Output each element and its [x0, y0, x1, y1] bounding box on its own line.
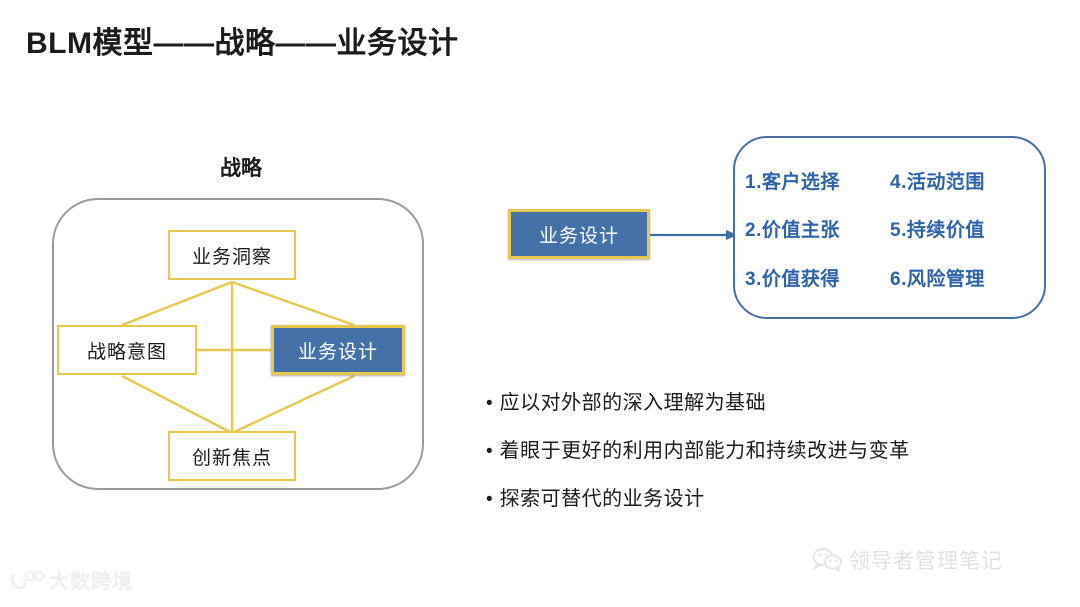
element-item[interactable]: 2.价值主张	[745, 220, 840, 242]
dashuakuajing-logo-icon	[10, 570, 44, 589]
node-label: 创新焦点	[191, 447, 272, 469]
watermark-right: 领导者管理笔记	[812, 545, 1003, 575]
element-item[interactable]: 1.客户选择	[745, 171, 840, 193]
business-design-elements-grid: 1.客户选择 4.活动范围 2.价值主张 5.持续价值 3.价值获得 6.风险管…	[745, 156, 1035, 302]
node-business-insight[interactable]: 业务洞察	[168, 230, 296, 280]
node-label: 业务洞察	[191, 246, 272, 268]
arrow-right-icon	[650, 230, 738, 240]
list-item: • 探索可替代的业务设计	[486, 482, 1006, 511]
list-item-label: 探索可替代的业务设计	[499, 488, 705, 510]
node-label: 战略意图	[86, 341, 167, 363]
element-item[interactable]: 5.持续价值	[890, 220, 985, 242]
list-item: • 应以对外部的深入理解为基础	[486, 386, 1006, 415]
flow-source-business-design[interactable]: 业务设计	[508, 209, 650, 259]
list-item: • 着眼于更好的利用内部能力和持续改进与变革	[486, 434, 1006, 463]
element-item[interactable]: 3.价值获得	[745, 269, 840, 291]
bullet-marker-icon: •	[486, 393, 493, 414]
node-strategic-intent[interactable]: 战略意图	[57, 325, 197, 375]
page-title: BLM模型——战略——业务设计	[26, 27, 459, 60]
node-innovation-focus[interactable]: 创新焦点	[168, 431, 296, 481]
element-item[interactable]: 4.活动范围	[890, 171, 985, 193]
node-business-design[interactable]: 业务设计	[271, 325, 405, 375]
list-item-label: 应以对外部的深入理解为基础	[499, 392, 767, 414]
watermark-left-label: 大数跨境	[49, 571, 133, 593]
element-item[interactable]: 6.风险管理	[890, 269, 985, 291]
list-item-label: 着眼于更好的利用内部能力和持续改进与变革	[499, 440, 910, 462]
node-label: 业务设计	[297, 341, 378, 363]
watermark-right-label: 领导者管理笔记	[849, 550, 1003, 573]
watermark-left: 大数跨境	[10, 565, 133, 594]
strategy-heading: 战略	[220, 157, 262, 180]
business-design-elements-panel	[733, 136, 1046, 319]
wechat-logo-icon	[812, 548, 842, 572]
flow-source-label: 业务设计	[538, 225, 619, 247]
bullet-list: • 应以对外部的深入理解为基础 • 着眼于更好的利用内部能力和持续改进与变革 •…	[486, 386, 1006, 530]
bullet-marker-icon: •	[486, 441, 493, 462]
bullet-marker-icon: •	[486, 489, 493, 510]
